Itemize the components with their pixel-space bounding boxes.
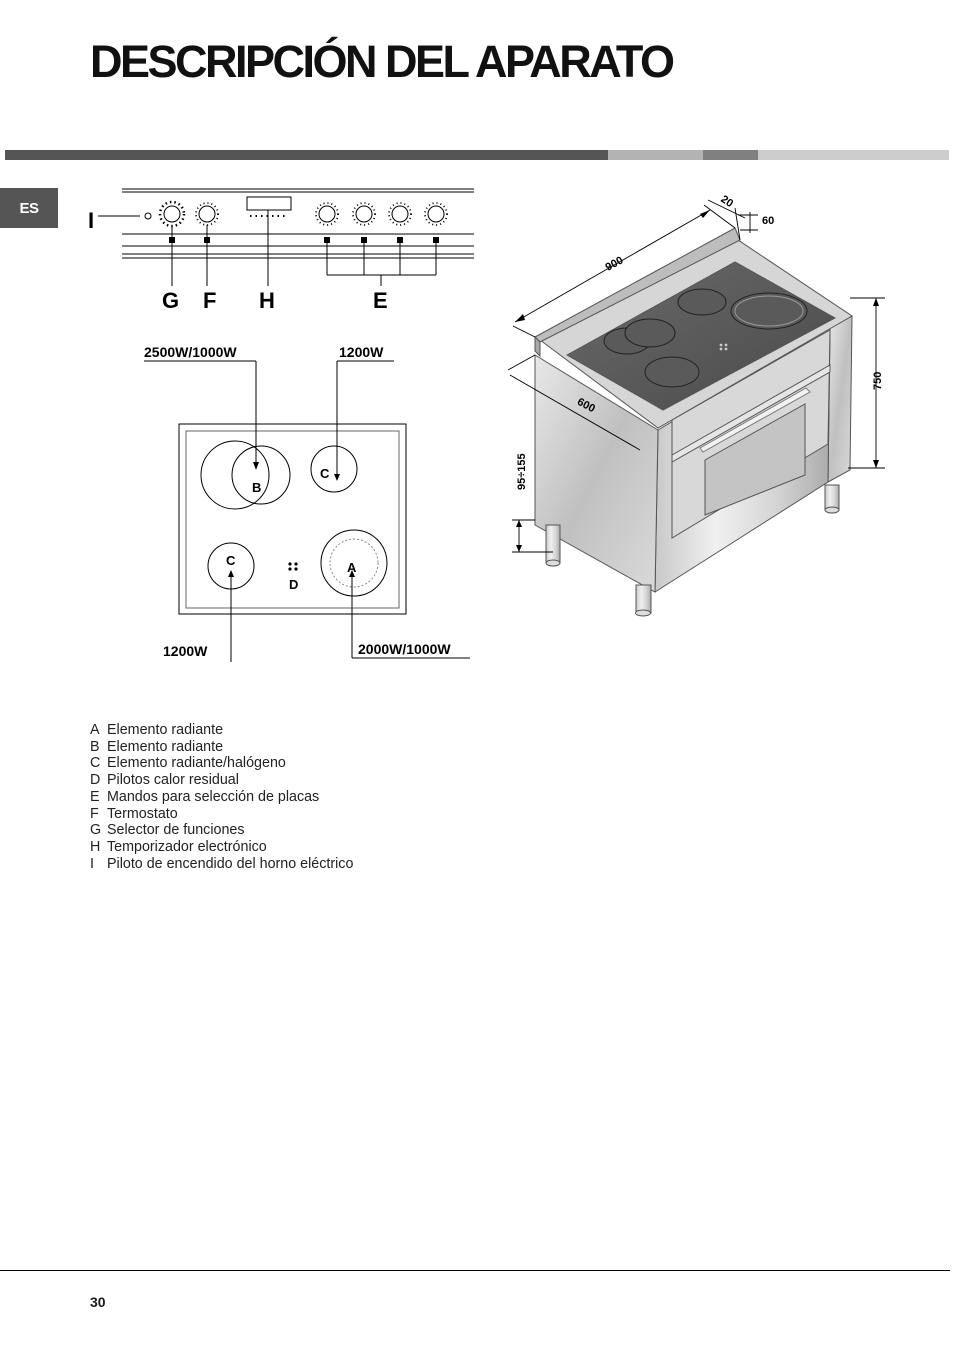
power-label-a: 2000W/1000W: [358, 641, 451, 657]
dimension-splash-depth: 20: [718, 193, 735, 210]
zone-label-b: B: [252, 480, 261, 495]
control-panel-diagram: [98, 188, 474, 286]
label-h: H: [259, 288, 275, 313]
dimension-legs: 95÷155: [516, 453, 528, 490]
label-g: G: [162, 288, 179, 313]
page-number: 30: [90, 1294, 106, 1310]
label-e: E: [373, 288, 388, 313]
language-tab: ES: [0, 188, 58, 228]
header-band-segment: [758, 150, 949, 160]
dimension-arrows: [515, 210, 879, 552]
page-title: DESCRIPCIÓN DEL APARATO: [90, 36, 675, 87]
dimension-lines: [507, 199, 885, 553]
dimension-width: 900: [604, 254, 626, 273]
header-band-segment: [5, 150, 608, 160]
zone-label-d: D: [289, 577, 298, 592]
hob-diagram: [144, 360, 470, 662]
header-band-segment: [608, 150, 703, 160]
label-i: I: [88, 208, 94, 233]
zone-label-c-bottom: C: [226, 553, 236, 568]
power-label-c-top: 1200W: [339, 344, 384, 360]
power-label-c-bottom: 1200W: [163, 643, 208, 659]
appliance-figure: I G F H E 250: [88, 188, 885, 662]
label-f: F: [203, 288, 216, 313]
zone-label-c-top: C: [320, 466, 330, 481]
zone-label-a: A: [347, 560, 357, 575]
appliance-drawing: [534, 227, 853, 617]
dimension-height: 750: [872, 372, 884, 390]
dimension-splash-height: 60: [762, 215, 774, 227]
footer-divider: [0, 1270, 950, 1271]
header-band-segment: [703, 150, 758, 160]
power-label-b: 2500W/1000W: [144, 344, 237, 360]
